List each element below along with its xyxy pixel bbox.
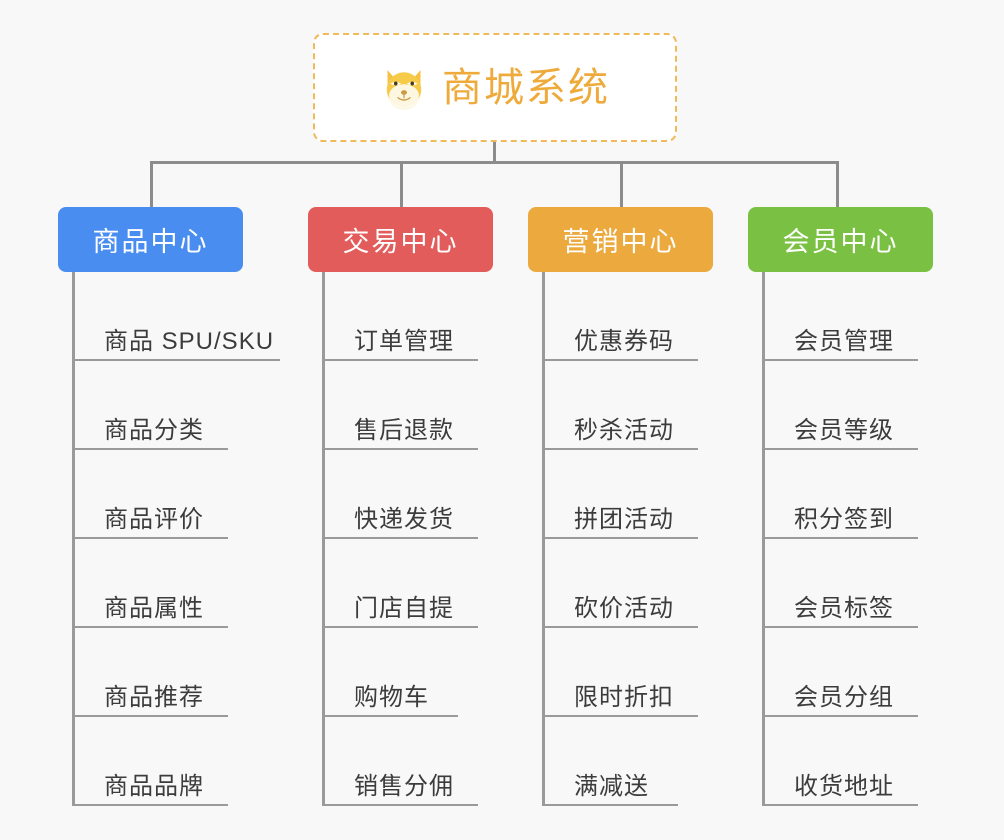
list-item[interactable]: 快递发货 bbox=[322, 450, 478, 539]
leaf-label: 会员管理 bbox=[794, 327, 894, 355]
leaf-label: 优惠券码 bbox=[574, 327, 674, 355]
column-marketing-center: 营销中心 优惠券码 秒杀活动 拼团活动 砍价活动 限时折扣 满减送 bbox=[528, 207, 713, 806]
leaf-label: 拼团活动 bbox=[574, 505, 674, 533]
leaf-label: 商品 SPU/SKU bbox=[104, 327, 275, 355]
leaf-list-marketing-center: 优惠券码 秒杀活动 拼团活动 砍价活动 限时折扣 满减送 bbox=[528, 272, 713, 806]
leaf-label: 订单管理 bbox=[354, 327, 454, 355]
leaf-label: 购物车 bbox=[354, 683, 429, 711]
list-item[interactable]: 砍价活动 bbox=[542, 539, 698, 628]
list-item[interactable]: 拼团活动 bbox=[542, 450, 698, 539]
list-item[interactable]: 商品 SPU/SKU bbox=[72, 272, 280, 361]
leaf-label: 砍价活动 bbox=[574, 594, 674, 622]
column-product-center: 商品中心 商品 SPU/SKU 商品分类 商品评价 商品属性 商品推荐 商品品牌 bbox=[58, 207, 280, 806]
root-node[interactable]: 商城系统 bbox=[313, 33, 677, 142]
category-header-product-center[interactable]: 商品中心 bbox=[58, 207, 243, 272]
category-header-label: 交易中心 bbox=[342, 227, 459, 257]
leaf-label: 会员分组 bbox=[794, 683, 894, 711]
category-header-label: 商品中心 bbox=[92, 227, 209, 257]
leaf-label: 商品推荐 bbox=[104, 683, 204, 711]
leaf-label: 商品评价 bbox=[104, 505, 204, 533]
list-item[interactable]: 秒杀活动 bbox=[542, 361, 698, 450]
column-member-center: 会员中心 会员管理 会员等级 积分签到 会员标签 会员分组 收货地址 bbox=[748, 207, 933, 806]
leaf-label: 商品分类 bbox=[104, 416, 204, 444]
leaf-list-trade-center: 订单管理 售后退款 快递发货 门店自提 购物车 销售分佣 bbox=[308, 272, 493, 806]
leaf-label: 秒杀活动 bbox=[574, 416, 674, 444]
leaf-label: 收货地址 bbox=[794, 772, 894, 800]
leaf-label: 会员标签 bbox=[794, 594, 894, 622]
connector-drop-marketing-center bbox=[620, 161, 623, 207]
leaf-list-member-center: 会员管理 会员等级 积分签到 会员标签 会员分组 收货地址 bbox=[748, 272, 933, 806]
list-item[interactable]: 满减送 bbox=[542, 717, 678, 806]
leaf-label: 会员等级 bbox=[794, 416, 894, 444]
connector-drop-trade-center bbox=[400, 161, 403, 207]
leaf-list-product-center: 商品 SPU/SKU 商品分类 商品评价 商品属性 商品推荐 商品品牌 bbox=[58, 272, 280, 806]
list-item[interactable]: 商品分类 bbox=[72, 361, 228, 450]
list-item[interactable]: 会员分组 bbox=[762, 628, 918, 717]
shiba-dog-face-icon bbox=[386, 69, 422, 110]
list-item[interactable]: 商品评价 bbox=[72, 450, 228, 539]
list-item[interactable]: 会员标签 bbox=[762, 539, 918, 628]
leaf-label: 满减送 bbox=[574, 772, 649, 800]
connector-horizontal-bus bbox=[150, 161, 839, 164]
leaf-label: 销售分佣 bbox=[354, 772, 454, 800]
leaf-label: 门店自提 bbox=[354, 594, 454, 622]
leaf-label: 售后退款 bbox=[354, 416, 454, 444]
list-item[interactable]: 订单管理 bbox=[322, 272, 478, 361]
leaf-label: 限时折扣 bbox=[574, 683, 674, 711]
leaf-label: 商品品牌 bbox=[104, 772, 204, 800]
connector-root-stem bbox=[493, 142, 496, 164]
list-item[interactable]: 积分签到 bbox=[762, 450, 918, 539]
category-header-trade-center[interactable]: 交易中心 bbox=[308, 207, 493, 272]
leaf-label: 快递发货 bbox=[354, 505, 454, 533]
list-item[interactable]: 商品属性 bbox=[72, 539, 228, 628]
list-item[interactable]: 会员等级 bbox=[762, 361, 918, 450]
connector-drop-member-center bbox=[836, 161, 839, 207]
list-item[interactable]: 售后退款 bbox=[322, 361, 478, 450]
category-header-member-center[interactable]: 会员中心 bbox=[748, 207, 933, 272]
category-header-label: 会员中心 bbox=[782, 227, 899, 257]
list-item[interactable]: 商品推荐 bbox=[72, 628, 228, 717]
leaf-label: 商品属性 bbox=[104, 594, 204, 622]
leaf-label: 积分签到 bbox=[794, 505, 894, 533]
list-item[interactable]: 购物车 bbox=[322, 628, 458, 717]
list-item[interactable]: 商品品牌 bbox=[72, 717, 228, 806]
list-item[interactable]: 会员管理 bbox=[762, 272, 918, 361]
list-item[interactable]: 门店自提 bbox=[322, 539, 478, 628]
list-item[interactable]: 收货地址 bbox=[762, 717, 918, 806]
category-header-label: 营销中心 bbox=[562, 227, 679, 257]
category-header-marketing-center[interactable]: 营销中心 bbox=[528, 207, 713, 272]
root-title: 商城系统 bbox=[442, 65, 610, 110]
list-item[interactable]: 销售分佣 bbox=[322, 717, 478, 806]
list-item[interactable]: 限时折扣 bbox=[542, 628, 698, 717]
connector-drop-product-center bbox=[150, 161, 153, 207]
column-trade-center: 交易中心 订单管理 售后退款 快递发货 门店自提 购物车 销售分佣 bbox=[308, 207, 493, 806]
list-item[interactable]: 优惠券码 bbox=[542, 272, 698, 361]
